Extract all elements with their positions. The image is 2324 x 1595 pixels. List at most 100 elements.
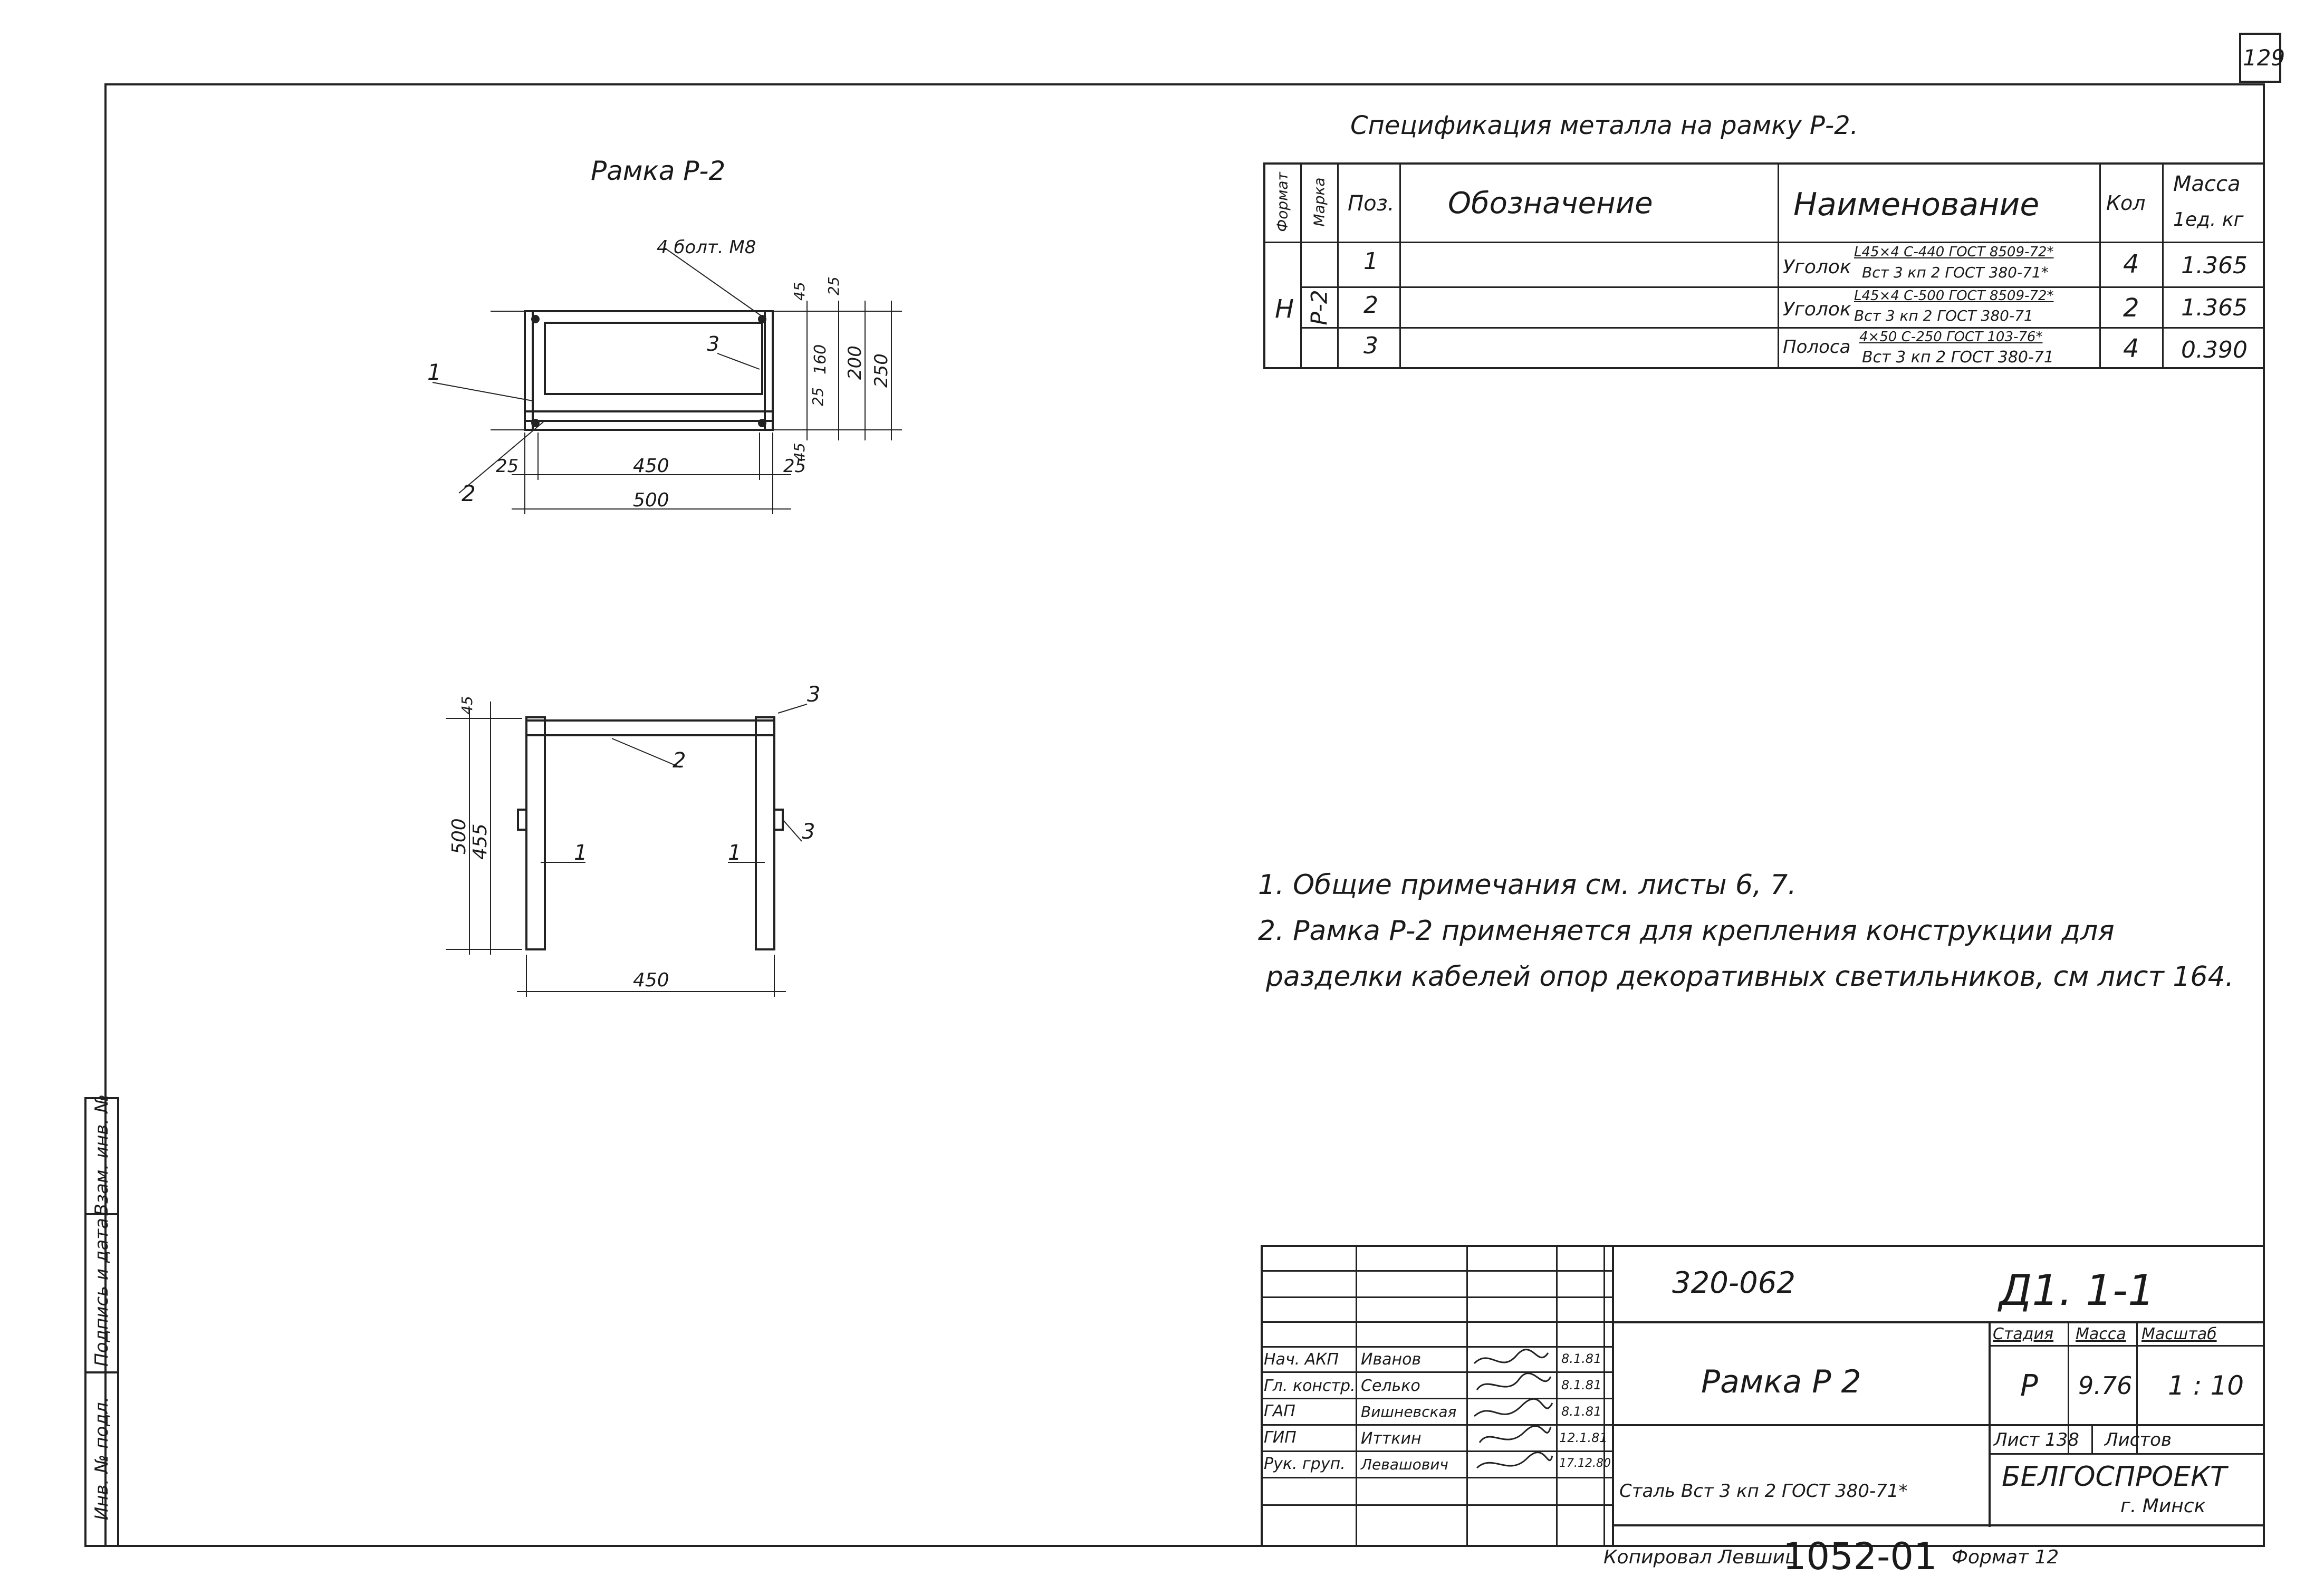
front-left-plate	[517, 809, 527, 831]
front-callout-1-right: 1	[728, 841, 741, 865]
tb-sheet-code: Д1. 1-1	[1999, 1266, 2155, 1315]
tb-item-name: Рамка Р 2	[1701, 1363, 1861, 1400]
plan-dim-45-bottom: 45	[791, 443, 808, 462]
plan-callout-3: 3	[707, 332, 719, 355]
title-block: Нач. АКП Иванов 8.1.81 Гл. констр. Сельк…	[1261, 1245, 2265, 1547]
signatures	[1473, 1349, 1553, 1469]
spec-row1-name-top: L45×4 С-440 ГОСТ 8509-72*	[1854, 244, 2054, 260]
note-line-3: разделки кабелей опор декоративных свети…	[1266, 961, 2234, 993]
side-stamp-divider	[84, 1371, 119, 1373]
signer-date-5: 17.12.80	[1559, 1457, 1611, 1470]
signer-name-1: Иванов	[1361, 1350, 1422, 1369]
tb-vline	[1603, 1245, 1605, 1547]
spec-row2-mass: 1.365	[2181, 294, 2248, 321]
signer-role-3: ГАП	[1264, 1402, 1295, 1420]
tb-mass-value: 9.76	[2078, 1371, 2133, 1400]
spec-vline	[1778, 162, 1779, 369]
spec-header-format: Формат	[1273, 172, 1291, 232]
front-callout-1-left: 1	[574, 841, 587, 865]
side-stamp-divider	[84, 1213, 119, 1215]
tb-vline	[2091, 1424, 2093, 1453]
spec-row1-qty: 4	[2123, 249, 2139, 279]
tb-vline	[2068, 1321, 2069, 1453]
spec-vline	[2162, 162, 2164, 369]
tb-vline	[1556, 1245, 1558, 1547]
bolt-hole-markers	[531, 315, 766, 427]
tb-hline	[1261, 1321, 1612, 1323]
plan-dim-250: 250	[871, 353, 892, 388]
signer-date-1: 8.1.81	[1561, 1351, 1602, 1366]
spec-row3-qty: 4	[2123, 334, 2139, 363]
tb-hline	[1261, 1450, 1612, 1452]
tb-hline	[1261, 1398, 1612, 1399]
front-callout-3-side: 3	[802, 820, 815, 844]
plan-dim-25-bottom: 25	[809, 387, 827, 406]
tb-hline	[1261, 1346, 1612, 1348]
tb-mass-label: Масса	[2076, 1325, 2126, 1343]
plan-dim-450: 450	[633, 455, 669, 477]
spec-header-mass-bottom: 1ед. кг	[2173, 209, 2244, 230]
front-callout-2: 2	[673, 748, 686, 773]
tb-hline	[1261, 1477, 1612, 1478]
front-view: 500 455 45 450 2 1 1 3 3	[446, 683, 820, 997]
spec-row3-name-top: 4×50 С-250 ГОСТ 103-76*	[1859, 329, 2043, 345]
front-dim-450: 450	[633, 969, 669, 991]
front-left-leg	[525, 716, 546, 950]
spec-row1-pos: 1	[1363, 248, 1378, 275]
tb-top-border	[1261, 1245, 2265, 1247]
tb-hline	[1989, 1345, 2265, 1347]
spec-vline	[1399, 162, 1401, 369]
signer-name-5: Левашович	[1361, 1456, 1448, 1473]
tb-org-city: г. Минск	[2120, 1495, 2206, 1517]
tb-sheet-label: Лист 138	[1994, 1429, 2079, 1450]
front-right-plate	[773, 809, 784, 831]
tb-hline	[1989, 1453, 2265, 1455]
spec-vline	[1300, 162, 1302, 369]
spec-header-pos: Поз.	[1348, 191, 1395, 216]
signer-date-4: 12.1.81	[1559, 1430, 1608, 1445]
spec-mark-value: Р-2	[1306, 290, 1332, 325]
footer-copied: Копировал Левшиц	[1603, 1546, 1798, 1568]
plan-dim-25-top: 25	[825, 276, 842, 295]
tb-hline	[1261, 1296, 1612, 1298]
tb-vline	[1989, 1321, 1991, 1527]
signer-name-4: Итткин	[1361, 1429, 1422, 1448]
tb-material: Сталь Вст 3 кп 2 ГОСТ 380-71*	[1619, 1481, 1908, 1502]
spec-header-mark: Марка	[1310, 177, 1328, 227]
plan-callout-1: 1	[427, 359, 441, 385]
tb-hline	[1612, 1321, 2265, 1323]
plan-dim-45-top: 45	[791, 282, 808, 301]
signer-date-3: 8.1.81	[1561, 1404, 1602, 1419]
spec-vline	[2099, 162, 2101, 369]
spec-vline	[1337, 162, 1339, 369]
tb-hline	[1612, 1424, 2265, 1426]
tb-project-code: 320-062	[1672, 1266, 1795, 1300]
page-number: 129	[2243, 45, 2285, 71]
signer-role-1: Нач. АКП	[1264, 1350, 1339, 1369]
spec-row2-name-bottom: Вст 3 кп 2 ГОСТ 380-71	[1854, 307, 2033, 324]
signer-name-2: Селько	[1361, 1377, 1420, 1395]
drawing-title: Рамка Р-2	[591, 156, 726, 186]
tb-hline	[1261, 1270, 1612, 1272]
plan-view: 4 болт. М8 1 2 3 450 500 25 25 250 200 1…	[427, 237, 902, 514]
tb-vline	[1466, 1245, 1468, 1547]
tb-scale-value: 1 : 10	[2168, 1370, 2244, 1401]
spec-row2-name-top: L45×4 С-500 ГОСТ 8509-72*	[1854, 288, 2054, 304]
spec-header-mass-top: Масса	[2173, 172, 2241, 196]
signer-date-2: 8.1.81	[1561, 1378, 1602, 1392]
page-number-box	[2239, 33, 2281, 83]
spec-row1-mass: 1.365	[2181, 252, 2248, 279]
tb-vline	[1612, 1245, 1614, 1547]
tb-sheets-label: Листов	[2105, 1429, 2172, 1450]
front-dim-500: 500	[448, 818, 470, 854]
front-dim-455: 455	[469, 823, 491, 860]
spec-hline	[1300, 286, 2265, 288]
plan-inner-opening	[544, 322, 763, 395]
tb-hline	[1261, 1504, 1612, 1506]
tb-org-name: БЕЛГОСПРОЕКТ	[2002, 1461, 2227, 1493]
signer-role-2: Гл. констр.	[1264, 1377, 1356, 1395]
spec-row2-pos: 2	[1363, 292, 1378, 319]
front-top-bar	[525, 719, 775, 736]
side-stamp	[84, 1097, 119, 1547]
plan-dim-25-right: 25	[783, 456, 806, 477]
